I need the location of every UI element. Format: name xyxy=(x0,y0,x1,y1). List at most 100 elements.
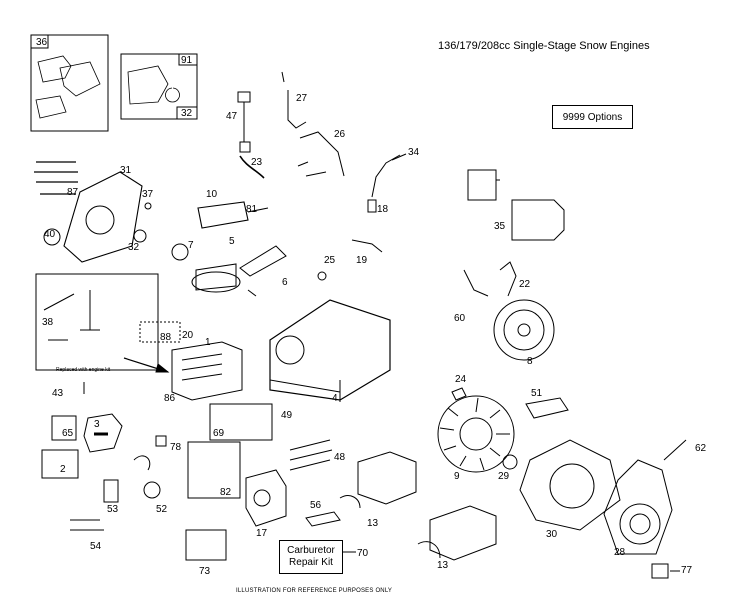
part-label-69: 69 xyxy=(213,428,225,439)
carburetor xyxy=(245,469,287,527)
part-label-32: 32 xyxy=(128,242,140,253)
part-53 xyxy=(103,479,119,503)
part-label-36: 36 xyxy=(36,37,48,48)
diagram-title: 136/179/208cc Single-Stage Snow Engines xyxy=(438,40,650,52)
part-78 xyxy=(155,435,167,447)
ignition-wire xyxy=(367,154,401,213)
connecting-rod xyxy=(239,245,287,277)
fan xyxy=(437,395,515,473)
part-label-3: 3 xyxy=(94,419,100,430)
starter-box xyxy=(467,169,500,201)
part-label-38: 38 xyxy=(42,317,54,328)
part-label-81: 81 xyxy=(246,204,258,215)
box-77 xyxy=(651,563,669,579)
footer-disclaimer: ILLUSTRATION FOR REFERENCE PURPOSES ONLY xyxy=(236,588,393,594)
part-22 xyxy=(499,261,517,297)
part-60 xyxy=(463,269,489,297)
part-label-88: 88 xyxy=(160,332,172,343)
fuel-line xyxy=(297,131,345,177)
box-82 xyxy=(187,441,241,499)
part-label-31: 31 xyxy=(120,165,132,176)
part-label-86: 86 xyxy=(164,393,176,404)
part-label-24: 24 xyxy=(455,374,467,385)
carburetor-repair-kit-box[interactable]: Carburetor Repair Kit xyxy=(279,540,343,574)
dipstick xyxy=(237,91,251,153)
part-label-29: 29 xyxy=(498,471,510,482)
piston-rings xyxy=(191,271,241,293)
air-cleaner-lower xyxy=(429,505,497,561)
part-label-40: 40 xyxy=(44,229,56,240)
flywheel xyxy=(493,299,555,361)
part-label-60: 60 xyxy=(454,313,466,324)
dipstick-tube xyxy=(281,71,307,129)
gasket-box-91 xyxy=(120,53,198,120)
part-label-82: 82 xyxy=(220,487,232,498)
part-label-20: 20 xyxy=(182,330,194,341)
box-69 xyxy=(209,403,273,441)
part-label-54: 54 xyxy=(90,541,102,552)
part-label-73: 73 xyxy=(199,566,211,577)
valve-box-38 xyxy=(35,273,159,371)
part-label-62: 62 xyxy=(695,443,707,454)
options-box[interactable]: 9999 Options xyxy=(552,105,633,129)
part-label-47: 47 xyxy=(226,111,238,122)
box-88 xyxy=(139,321,181,343)
leader-62 xyxy=(663,439,687,461)
part-label-23: 23 xyxy=(251,157,263,168)
part-label-2: 2 xyxy=(60,464,66,475)
part-label-34: 34 xyxy=(408,147,420,158)
part-label-1: 1 xyxy=(205,337,211,348)
gasket-set-label-box xyxy=(30,34,49,49)
part-73 xyxy=(185,529,227,561)
part-label-65: 65 xyxy=(62,428,74,439)
part-29 xyxy=(502,454,518,470)
cylinder-head xyxy=(171,341,243,401)
part-label-4: 4 xyxy=(332,393,338,404)
wires-48 xyxy=(289,439,333,471)
box-2 xyxy=(41,449,79,479)
part-label-6: 6 xyxy=(282,277,288,288)
crankshaft xyxy=(197,201,269,229)
part-label-27: 27 xyxy=(296,93,308,104)
part-label-49: 49 xyxy=(281,410,293,421)
part-label-32-box: 32 xyxy=(181,108,193,119)
part-label-51: 51 xyxy=(531,388,543,399)
gear-7 xyxy=(171,243,189,261)
part-label-8: 8 xyxy=(527,356,533,367)
part-label-56: 56 xyxy=(310,500,322,511)
part-label-10: 10 xyxy=(206,189,218,200)
box-65 xyxy=(51,415,77,441)
air-cleaner-upper xyxy=(357,451,417,505)
crankcase-cover xyxy=(63,171,143,263)
part-label-22: 22 xyxy=(519,279,531,290)
part-label-43: 43 xyxy=(52,388,64,399)
carb-kit-line1: Carburetor xyxy=(287,545,335,556)
blower-housing xyxy=(519,439,621,531)
part-label-9: 9 xyxy=(454,471,460,482)
part-label-91: 91 xyxy=(181,55,193,66)
engine-block xyxy=(269,299,391,401)
recoil-starter xyxy=(603,459,673,555)
part-label-28: 28 xyxy=(614,547,626,558)
part-label-37: 37 xyxy=(142,189,154,200)
part-54 xyxy=(70,519,104,531)
part-label-19: 19 xyxy=(356,255,368,266)
part-label-13-upper: 13 xyxy=(367,518,379,529)
carb-kit-line2: Repair Kit xyxy=(289,557,333,568)
part-label-30: 30 xyxy=(546,529,558,540)
part-label-77: 77 xyxy=(681,565,693,576)
part-label-7: 7 xyxy=(188,240,194,251)
harness-19 xyxy=(351,239,383,253)
part-label-53: 53 xyxy=(107,504,119,515)
part-52 xyxy=(143,481,161,499)
starter-motor xyxy=(511,199,565,241)
part-label-5: 5 xyxy=(229,236,235,247)
part-label-87: 87 xyxy=(67,187,79,198)
part-label-48: 48 xyxy=(334,452,346,463)
part-56 xyxy=(305,511,341,527)
part-24 xyxy=(451,387,467,401)
valve-cover xyxy=(83,413,123,453)
part-label-70: 70 xyxy=(357,548,369,559)
